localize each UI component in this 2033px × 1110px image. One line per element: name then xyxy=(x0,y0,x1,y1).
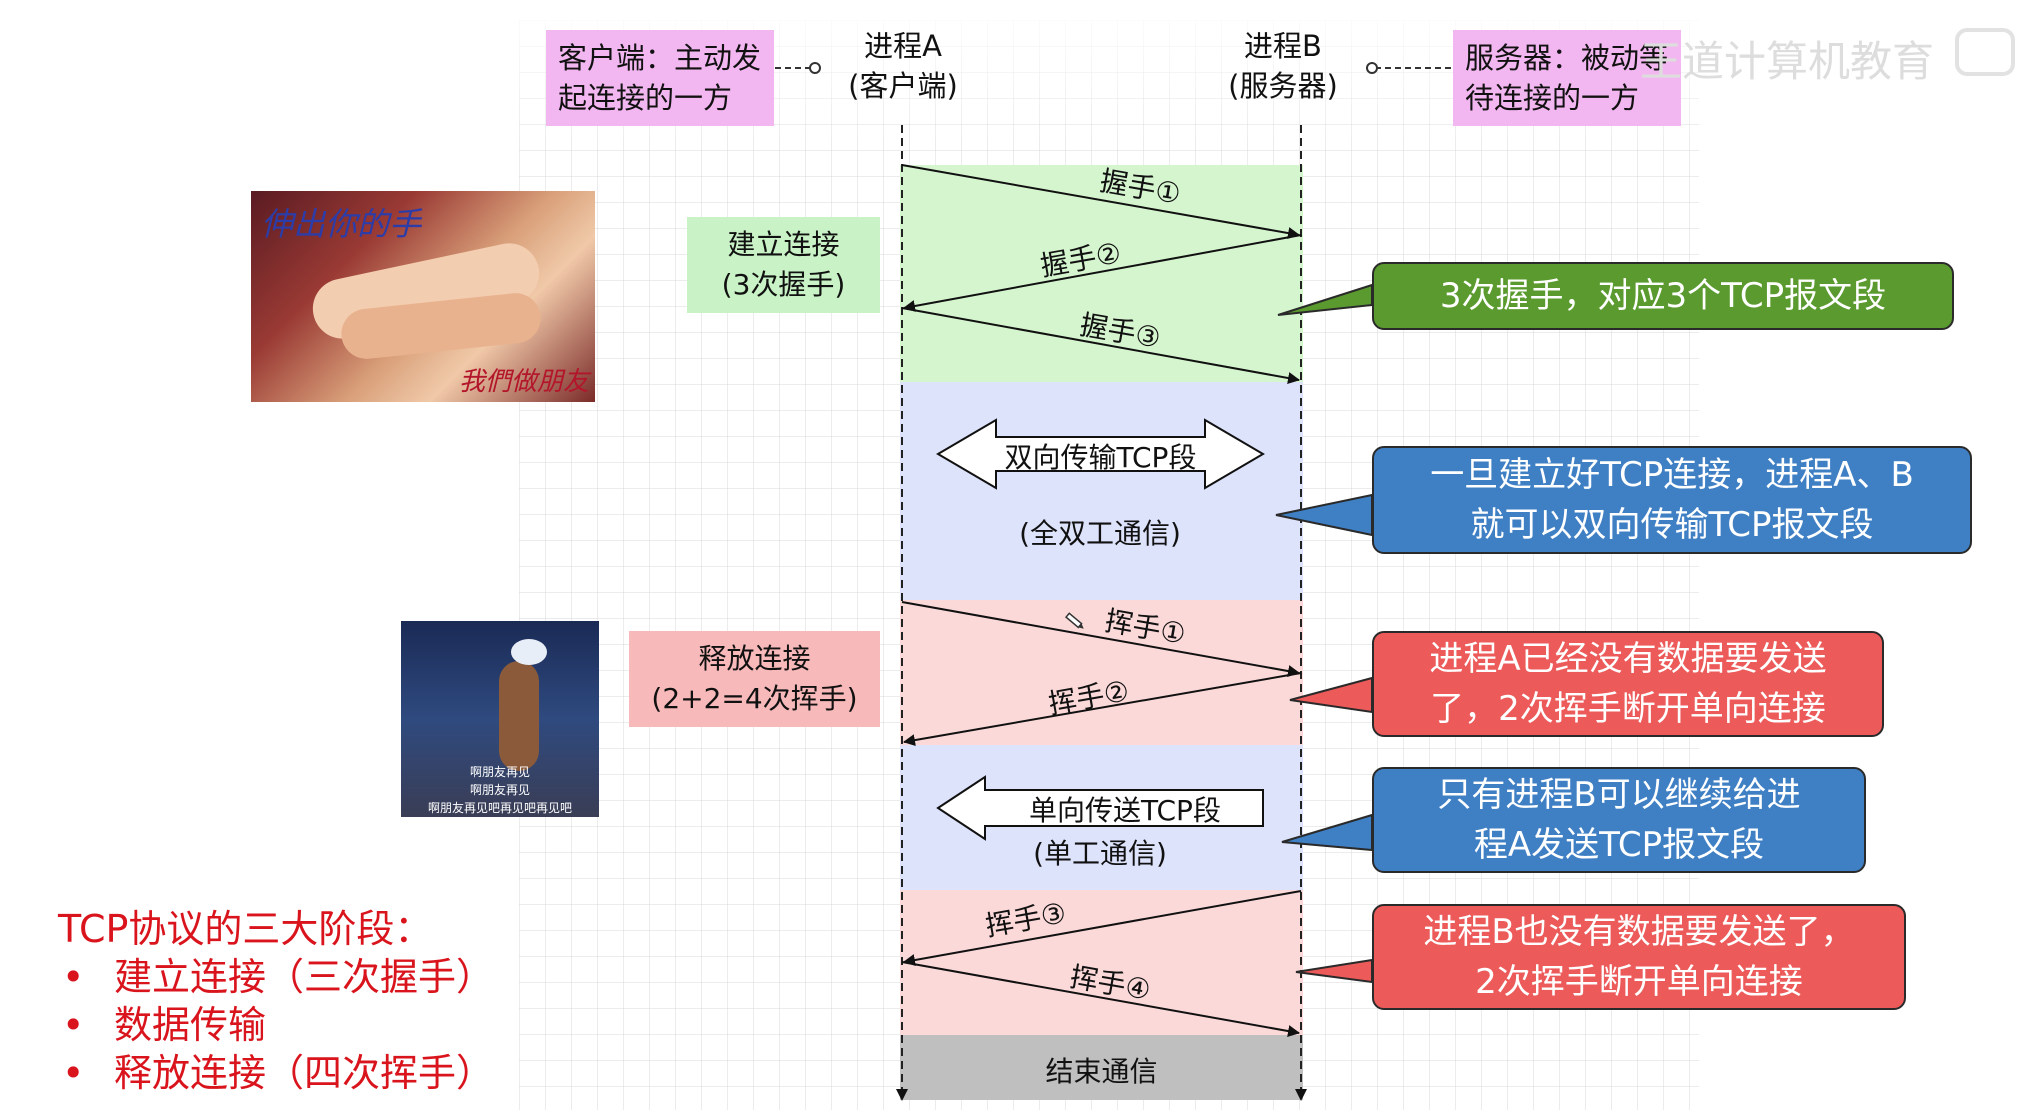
callout-bidirectional-line-1: 一旦建立好TCP连接，进程A、B xyxy=(1430,455,1914,495)
handshake-2-arrow xyxy=(903,234,1302,312)
unidirectional-label: 单向传送TCP段 xyxy=(1029,794,1221,827)
goodbye-subtitle-3: 啊朋友再见吧再见吧再见吧 xyxy=(427,801,572,815)
release-phase-label: 释放连接 (2+2=4次挥手) xyxy=(629,631,880,727)
bilibili-logo xyxy=(1955,28,2015,76)
full-duplex-label: (全双工通信) xyxy=(1019,517,1181,550)
process-a-label: 进程A xyxy=(864,29,942,63)
callout-b-only-line-2: 程A发送TCP报文段 xyxy=(1473,825,1765,865)
photo-caption-bottom: 我們做朋友 xyxy=(458,367,589,397)
summary-item: 数据传输 xyxy=(58,1001,494,1049)
watermark: 王道计算机教育 xyxy=(1640,37,1935,86)
handshake-1-arrow xyxy=(901,164,1300,239)
establish-phase-label: 建立连接 (3次握手) xyxy=(687,217,880,313)
server-note: 服务器：被动等 待连接的一方 xyxy=(1453,30,1681,126)
cartoon-hankie xyxy=(511,639,547,665)
release-zone-2 xyxy=(900,890,1303,1035)
client-note-line-1: 客户端：主动发 xyxy=(558,41,762,75)
client-note: 客户端：主动发 起连接的一方 xyxy=(546,30,774,126)
callout-b-done-line-1: 进程B也没有数据要发送了， xyxy=(1423,912,1855,952)
end-zone xyxy=(900,1035,1303,1100)
summary-block: TCP协议的三大阶段： 建立连接（三次握手） 数据传输 释放连接（四次挥手） xyxy=(58,905,494,1097)
callout-b-only-line-1: 只有进程B可以继续给进 xyxy=(1437,775,1801,815)
callout-bidirectional: 一旦建立好TCP连接，进程A、B 就可以双向传输TCP报文段 xyxy=(1372,446,1972,554)
release-phase-detail: (2+2=4次挥手) xyxy=(651,682,858,715)
bidirectional-block-arrow xyxy=(936,418,1265,490)
handshake-photo: 伸出你的手 我們做朋友 xyxy=(251,191,595,402)
photo-caption-top: 伸出你的手 xyxy=(261,205,422,243)
wave-2-arrow xyxy=(903,672,1302,747)
callout-handshake: 3次握手，对应3个TCP报文段 xyxy=(1372,262,1954,330)
process-b-role: (服务器) xyxy=(1228,69,1338,103)
wave-3-arrow xyxy=(903,890,1302,966)
callout-handshake-line-1: 3次握手，对应3个TCP报文段 xyxy=(1439,276,1887,316)
server-note-line-1: 服务器：被动等 xyxy=(1465,41,1669,75)
summary-item: 释放连接（四次挥手） xyxy=(58,1049,494,1097)
process-a-role: (客户端) xyxy=(848,69,958,103)
bidirectional-label: 双向传输TCP段 xyxy=(1004,441,1197,474)
callout-b-only: 只有进程B可以继续给进 程A发送TCP报文段 xyxy=(1372,767,1866,873)
wave-4-arrow xyxy=(901,961,1300,1037)
callout-b-done-line-2: 2次挥手断开单向连接 xyxy=(1475,962,1803,1002)
establish-phase-title: 建立连接 xyxy=(727,228,840,261)
summary-title: TCP协议的三大阶段： xyxy=(58,907,433,951)
unidirectional-block-arrow xyxy=(936,775,1264,841)
end-communication-label: 结束通信 xyxy=(1045,1055,1158,1088)
callout-a-done: 进程A已经没有数据要发送 了，2次挥手断开单向连接 xyxy=(1372,631,1884,737)
summary-item: 建立连接（三次握手） xyxy=(58,953,494,1001)
pencil-icon xyxy=(1064,612,1084,629)
cartoon-figure xyxy=(499,661,539,771)
header-fade xyxy=(0,0,2033,150)
release-zone-1 xyxy=(900,600,1303,745)
callout-b-done: 进程B也没有数据要发送了， 2次挥手断开单向连接 xyxy=(1372,904,1906,1010)
client-note-line-2: 起连接的一方 xyxy=(558,81,733,115)
server-note-line-2: 待连接的一方 xyxy=(1465,81,1640,115)
simplex-label: (单工通信) xyxy=(1033,837,1167,870)
establish-phase-detail: (3次握手) xyxy=(721,268,846,301)
transfer-zone xyxy=(900,382,1303,600)
callout-bidirectional-line-2: 就可以双向传输TCP报文段 xyxy=(1470,505,1874,545)
summary-list: 建立连接（三次握手） 数据传输 释放连接（四次挥手） xyxy=(58,953,494,1097)
handshake-3-arrow xyxy=(901,307,1300,384)
callout-a-done-line-1: 进程A已经没有数据要发送 xyxy=(1429,639,1827,679)
callout-a-done-line-2: 了，2次挥手断开单向连接 xyxy=(1430,689,1826,729)
goodbye-cartoon: 啊朋友再见 啊朋友再见 啊朋友再见吧再见吧再见吧 xyxy=(401,621,599,817)
process-b-label: 进程B xyxy=(1244,29,1322,63)
wave-1-arrow xyxy=(901,601,1300,677)
goodbye-subtitle-2: 啊朋友再见 xyxy=(469,783,530,797)
goodbye-subtitle-1: 啊朋友再见 xyxy=(469,765,530,779)
release-phase-title: 释放连接 xyxy=(698,642,811,675)
